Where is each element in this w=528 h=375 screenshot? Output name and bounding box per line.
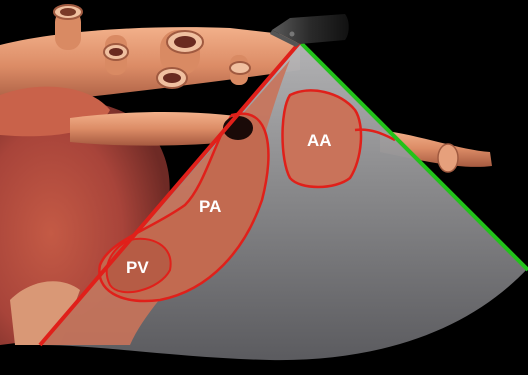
label-pa: PA — [199, 197, 221, 216]
label-aa: AA — [307, 131, 332, 150]
label-pv: PV — [126, 258, 149, 277]
